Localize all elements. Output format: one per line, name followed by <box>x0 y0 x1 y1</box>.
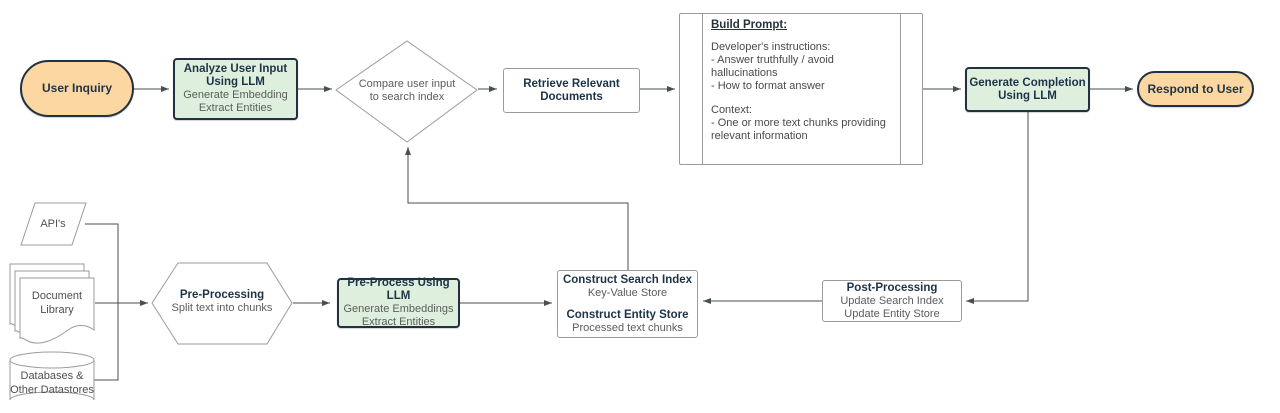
post-processing-sub-line2: Update Entity Store <box>844 307 940 320</box>
pre-process-llm-title: Pre-Process Using LLM <box>347 277 450 302</box>
document-page-front-shape <box>19 277 95 344</box>
build-prompt-context-group: Context: - One or more text chunks provi… <box>711 104 896 143</box>
build-prompt-heading: Build Prompt: <box>711 19 788 31</box>
compare-label-line2: to search index <box>369 91 445 103</box>
edge-generate-to-post-processing <box>966 112 1029 304</box>
post-processing-node: Post-Processing Update Search Index Upda… <box>822 280 962 322</box>
build-prompt-instructions-group: Developer's instructions: - Answer truth… <box>711 41 896 93</box>
retrieve-documents-node: Retrieve Relevant Documents <box>503 68 640 113</box>
analyze-title-line2: Using LLM <box>206 76 265 88</box>
generate-title-line2: Using LLM <box>998 89 1057 102</box>
build-prompt-right-bar <box>900 14 901 164</box>
document-library-label: Document Library <box>20 289 94 317</box>
databases-line2: Other Datastores <box>10 384 94 396</box>
build-prompt-line: - One or more text chunks providing <box>711 117 886 129</box>
database-cylinder-body-shape <box>9 360 95 401</box>
pre-processing-label: Pre-Processing Split text into chunks <box>152 289 292 315</box>
edge-apis-databases-trunk <box>85 223 119 381</box>
pre-processing-hexagon-shape <box>151 262 293 345</box>
build-prompt-line: Developer's instructions: <box>711 41 831 53</box>
document-library-line2: Library <box>40 304 74 316</box>
database-cylinder-top-shape <box>9 351 95 369</box>
pre-processing-subtitle: Split text into chunks <box>171 302 273 314</box>
respond-to-user-node: Respond to User <box>1137 71 1254 107</box>
build-prompt-left-bar <box>702 14 703 164</box>
apis-label: API's <box>40 218 66 230</box>
generate-title-line1: Generate Completion <box>969 76 1086 89</box>
analyze-sub-line1: Generate Embedding <box>183 89 288 101</box>
analyze-title-line1: Analyze User Input <box>183 63 288 75</box>
edge-construct-to-compare <box>405 147 629 270</box>
construct-search-index-sub: Key-Value Store <box>587 286 668 299</box>
build-prompt-text: Build Prompt: Developer's instructions: … <box>711 19 896 154</box>
pre-process-llm-node: Pre-Process Using LLM Generate Embedding… <box>337 277 460 328</box>
pre-processing-title: Pre-Processing <box>179 289 265 301</box>
databases-line1: Databases & <box>20 370 84 382</box>
user-inquiry-node: User Inquiry <box>20 60 134 117</box>
analyze-user-input-node: Analyze User Input Using LLM Generate Em… <box>173 58 298 120</box>
post-processing-title: Post-Processing <box>846 281 938 294</box>
document-library-line1: Document <box>31 290 83 302</box>
analyze-sub-line2: Extract Entities <box>198 102 273 114</box>
pre-process-llm-sub-line1: Generate Embeddings <box>343 303 454 315</box>
post-processing-sub-line1: Update Search Index <box>840 294 944 307</box>
retrieve-title-line1: Retrieve Relevant <box>523 77 620 90</box>
user-inquiry-label: User Inquiry <box>41 81 113 95</box>
apis-parallelogram-shape <box>20 202 87 246</box>
construct-search-index-title: Construct Search Index <box>562 273 693 286</box>
pre-process-llm-sub-line2: Extract Entities <box>361 316 436 328</box>
compare-diamond-label: Compare user input to search index <box>336 78 478 104</box>
generate-completion-node: Generate Completion Using LLM <box>965 67 1090 112</box>
compare-diamond-shape <box>335 40 478 143</box>
compare-label-line1: Compare user input <box>358 78 456 90</box>
retrieve-title-line2: Documents <box>540 90 603 103</box>
respond-to-user-label: Respond to User <box>1147 81 1244 96</box>
build-prompt-line: - How to format answer <box>711 80 825 92</box>
databases-label: Databases & Other Datastores <box>6 369 98 397</box>
construct-entity-store-title: Construct Entity Store <box>566 308 689 321</box>
build-prompt-line: Context: <box>711 104 752 116</box>
build-prompt-line: - Answer truthfully / avoid hallucinatio… <box>711 54 834 79</box>
construct-store-node: Construct Search Index Key-Value Store C… <box>557 270 698 338</box>
build-prompt-node: Build Prompt: Developer's instructions: … <box>679 13 923 165</box>
construct-entity-store-sub: Processed text chunks <box>572 321 683 334</box>
build-prompt-line: relevant information <box>711 130 808 142</box>
